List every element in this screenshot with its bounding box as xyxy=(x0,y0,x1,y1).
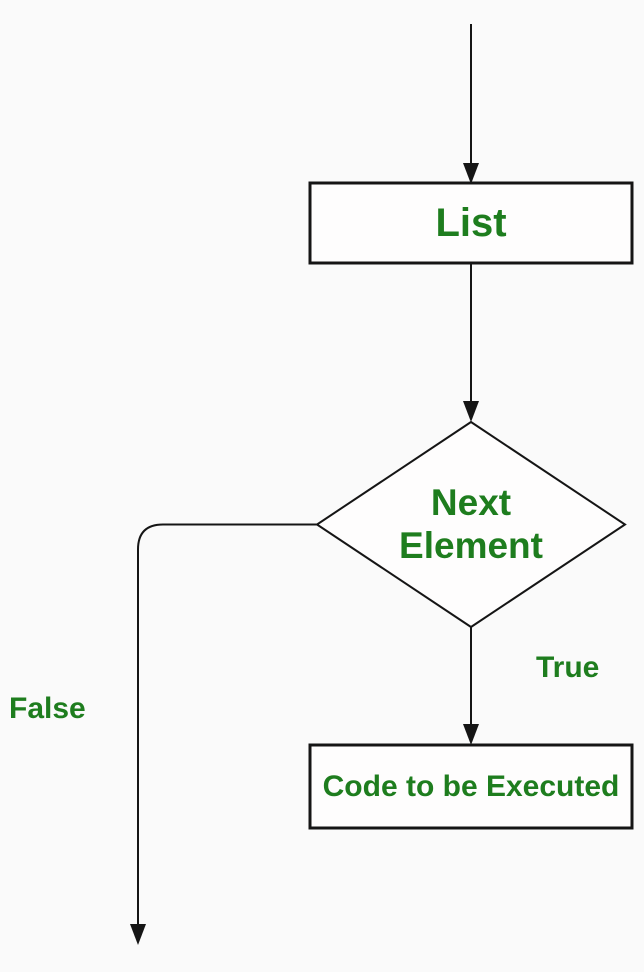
decision-node-label: Next Element xyxy=(399,481,543,566)
process-node-label: Code to be Executed xyxy=(322,769,620,803)
false-branch-arrowhead-icon xyxy=(130,924,146,945)
false-branch-label: False xyxy=(9,692,86,725)
list-node-shape xyxy=(308,181,634,265)
list-node-label: List xyxy=(435,200,507,245)
true-branch-arrowhead-icon xyxy=(463,724,479,745)
process-node-shape xyxy=(308,743,634,830)
list-to-decision-arrowhead-icon xyxy=(463,401,479,422)
false-branch-line xyxy=(137,523,318,926)
true-branch-label: True xyxy=(536,651,600,684)
entry-arrowhead-icon xyxy=(463,163,479,184)
